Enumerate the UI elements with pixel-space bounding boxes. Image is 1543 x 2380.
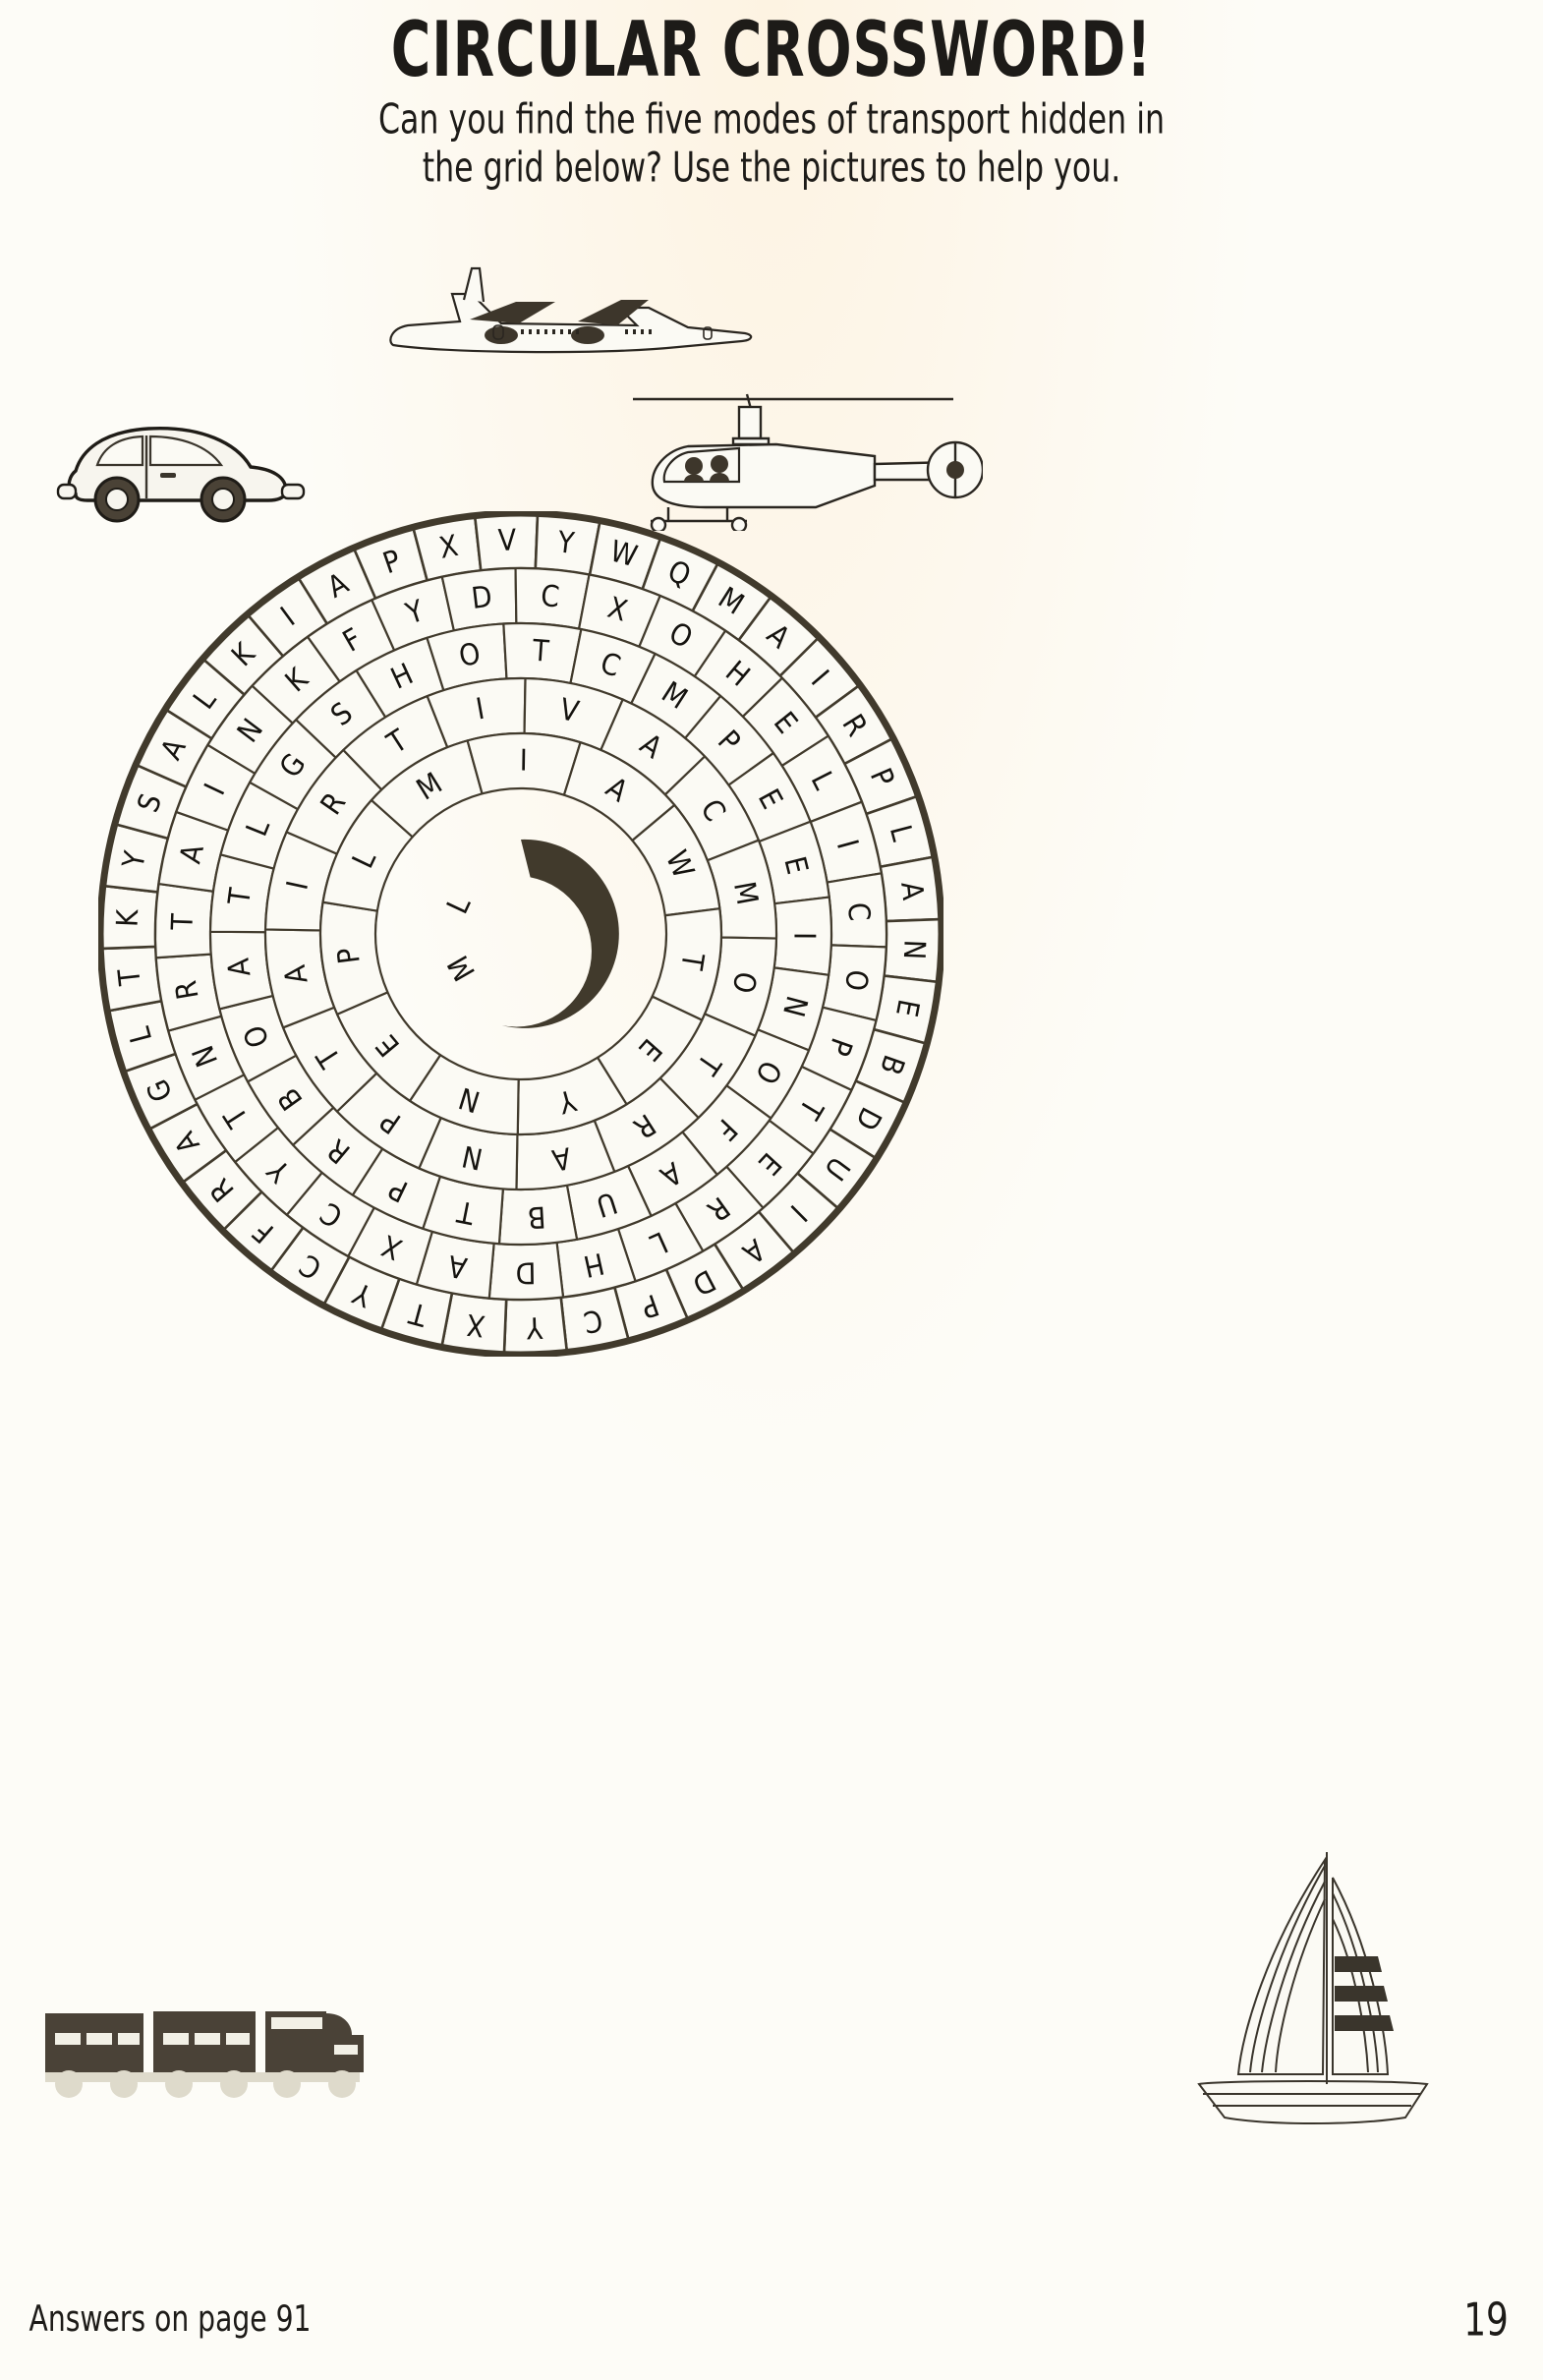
grid-letter: B (527, 1199, 546, 1235)
grid-letter: C (540, 579, 561, 615)
grid-letter: I (786, 932, 821, 940)
grid-cell[interactable] (562, 741, 676, 842)
grid-letter: Y (555, 525, 577, 561)
grid-letter: T (165, 912, 200, 931)
instructions-line-2: the grid below? Use the pictures to help… (422, 144, 1121, 192)
grid-letter: K (110, 907, 145, 927)
instructions-line-1: Can you find the five modes of transport… (377, 95, 1166, 144)
grid-letter: D (515, 1254, 536, 1289)
wheel-center-hub (501, 839, 619, 1028)
grid-letter: A (221, 956, 257, 978)
grid-letter: A (893, 880, 930, 902)
grid-letter: N (896, 939, 932, 960)
sailboat-illustration (1197, 1852, 1429, 2124)
grid-letter: C (840, 901, 876, 922)
page-footer: Answers on page 91 19 (0, 2293, 1543, 2358)
page-title: CIRCULAR CROSSWORD! (390, 4, 1153, 94)
grid-letter: M (441, 950, 483, 987)
grid-letter: Y (526, 1309, 544, 1345)
grid-letter: X (465, 1306, 486, 1343)
wheel-outer-border (98, 511, 943, 1357)
car-illustration (56, 426, 306, 523)
grid-letter: I (520, 743, 529, 778)
helicopter-illustration (633, 393, 983, 531)
page-number: 19 (1463, 2293, 1509, 2347)
grid-letter: O (837, 967, 875, 993)
grid-letter: T (673, 950, 710, 972)
grid-letter: T (112, 966, 148, 988)
grid-letter: L (440, 892, 478, 919)
grid-letter: V (497, 523, 517, 558)
page-header: CIRCULAR CROSSWORD! Can you find the fiv… (0, 0, 1543, 193)
grid-letter: D (470, 580, 494, 616)
train-illustration (45, 2011, 364, 2098)
grid-letter: T (222, 886, 258, 907)
answers-note: Answers on page 91 (29, 2297, 312, 2340)
grid-letter: P (331, 946, 368, 966)
grid-letter: E (888, 997, 926, 1019)
airplane-illustration (389, 266, 753, 354)
grid-letter: T (531, 634, 550, 669)
